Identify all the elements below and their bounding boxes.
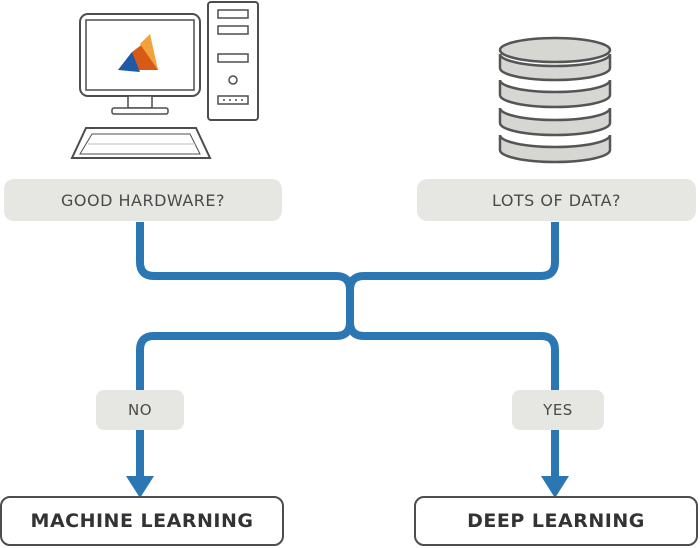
flow-connectors [136,222,559,478]
data-question-box: LOTS OF DATA? [417,179,696,221]
database-icon [498,36,612,164]
hardware-question-box: GOOD HARDWARE? [4,179,282,221]
arrowhead-machine-learning [126,476,154,498]
yes-branch-connector [346,321,559,478]
machine-learning-label: MACHINE LEARNING [30,510,254,532]
machine-learning-box: MACHINE LEARNING [0,496,284,546]
data-question-label: LOTS OF DATA? [491,190,622,210]
deep-learning-label: DEEP LEARNING [467,510,645,532]
hardware-question-label: GOOD HARDWARE? [60,190,225,210]
no-label: NO [127,401,153,419]
desktop-computer-icon [70,1,259,159]
yes-branch-tag: YES [512,390,604,430]
hardware-connector [136,222,354,322]
deep-learning-box: DEEP LEARNING [414,496,698,546]
yes-label: YES [543,401,573,419]
no-branch-tag: NO [96,390,184,430]
data-connector [346,222,559,322]
arrowhead-deep-learning [541,476,569,498]
